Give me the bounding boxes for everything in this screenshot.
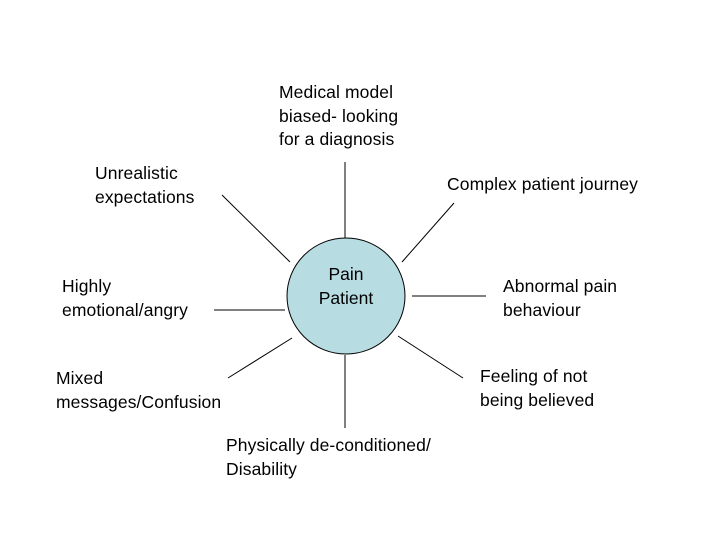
center-circle [286,237,406,355]
spoke-bottom-right [397,335,464,379]
factor-bottom-left-label: Mixed messages/Confusion [56,368,222,412]
factor-top-left-label: Unrealistic expectations [95,163,195,207]
factor-bottom-right-label: Feeling of not being believed [480,366,595,410]
factor-right-label: Abnormal pain behaviour [503,276,618,320]
spoke-top-left [221,194,291,263]
spoke-bottom-left [227,337,293,379]
factor-top-right-label: Complex patient journey [447,174,639,194]
factor-bottom-label: Physically de-conditioned/ Disability [226,435,431,479]
spoke-top-right [401,202,455,263]
center-label: Pain Patient [318,264,374,308]
factor-top-label: Medical model biased- looking for a diag… [279,82,399,149]
factor-left-label: Highly emotional/angry [62,276,189,320]
